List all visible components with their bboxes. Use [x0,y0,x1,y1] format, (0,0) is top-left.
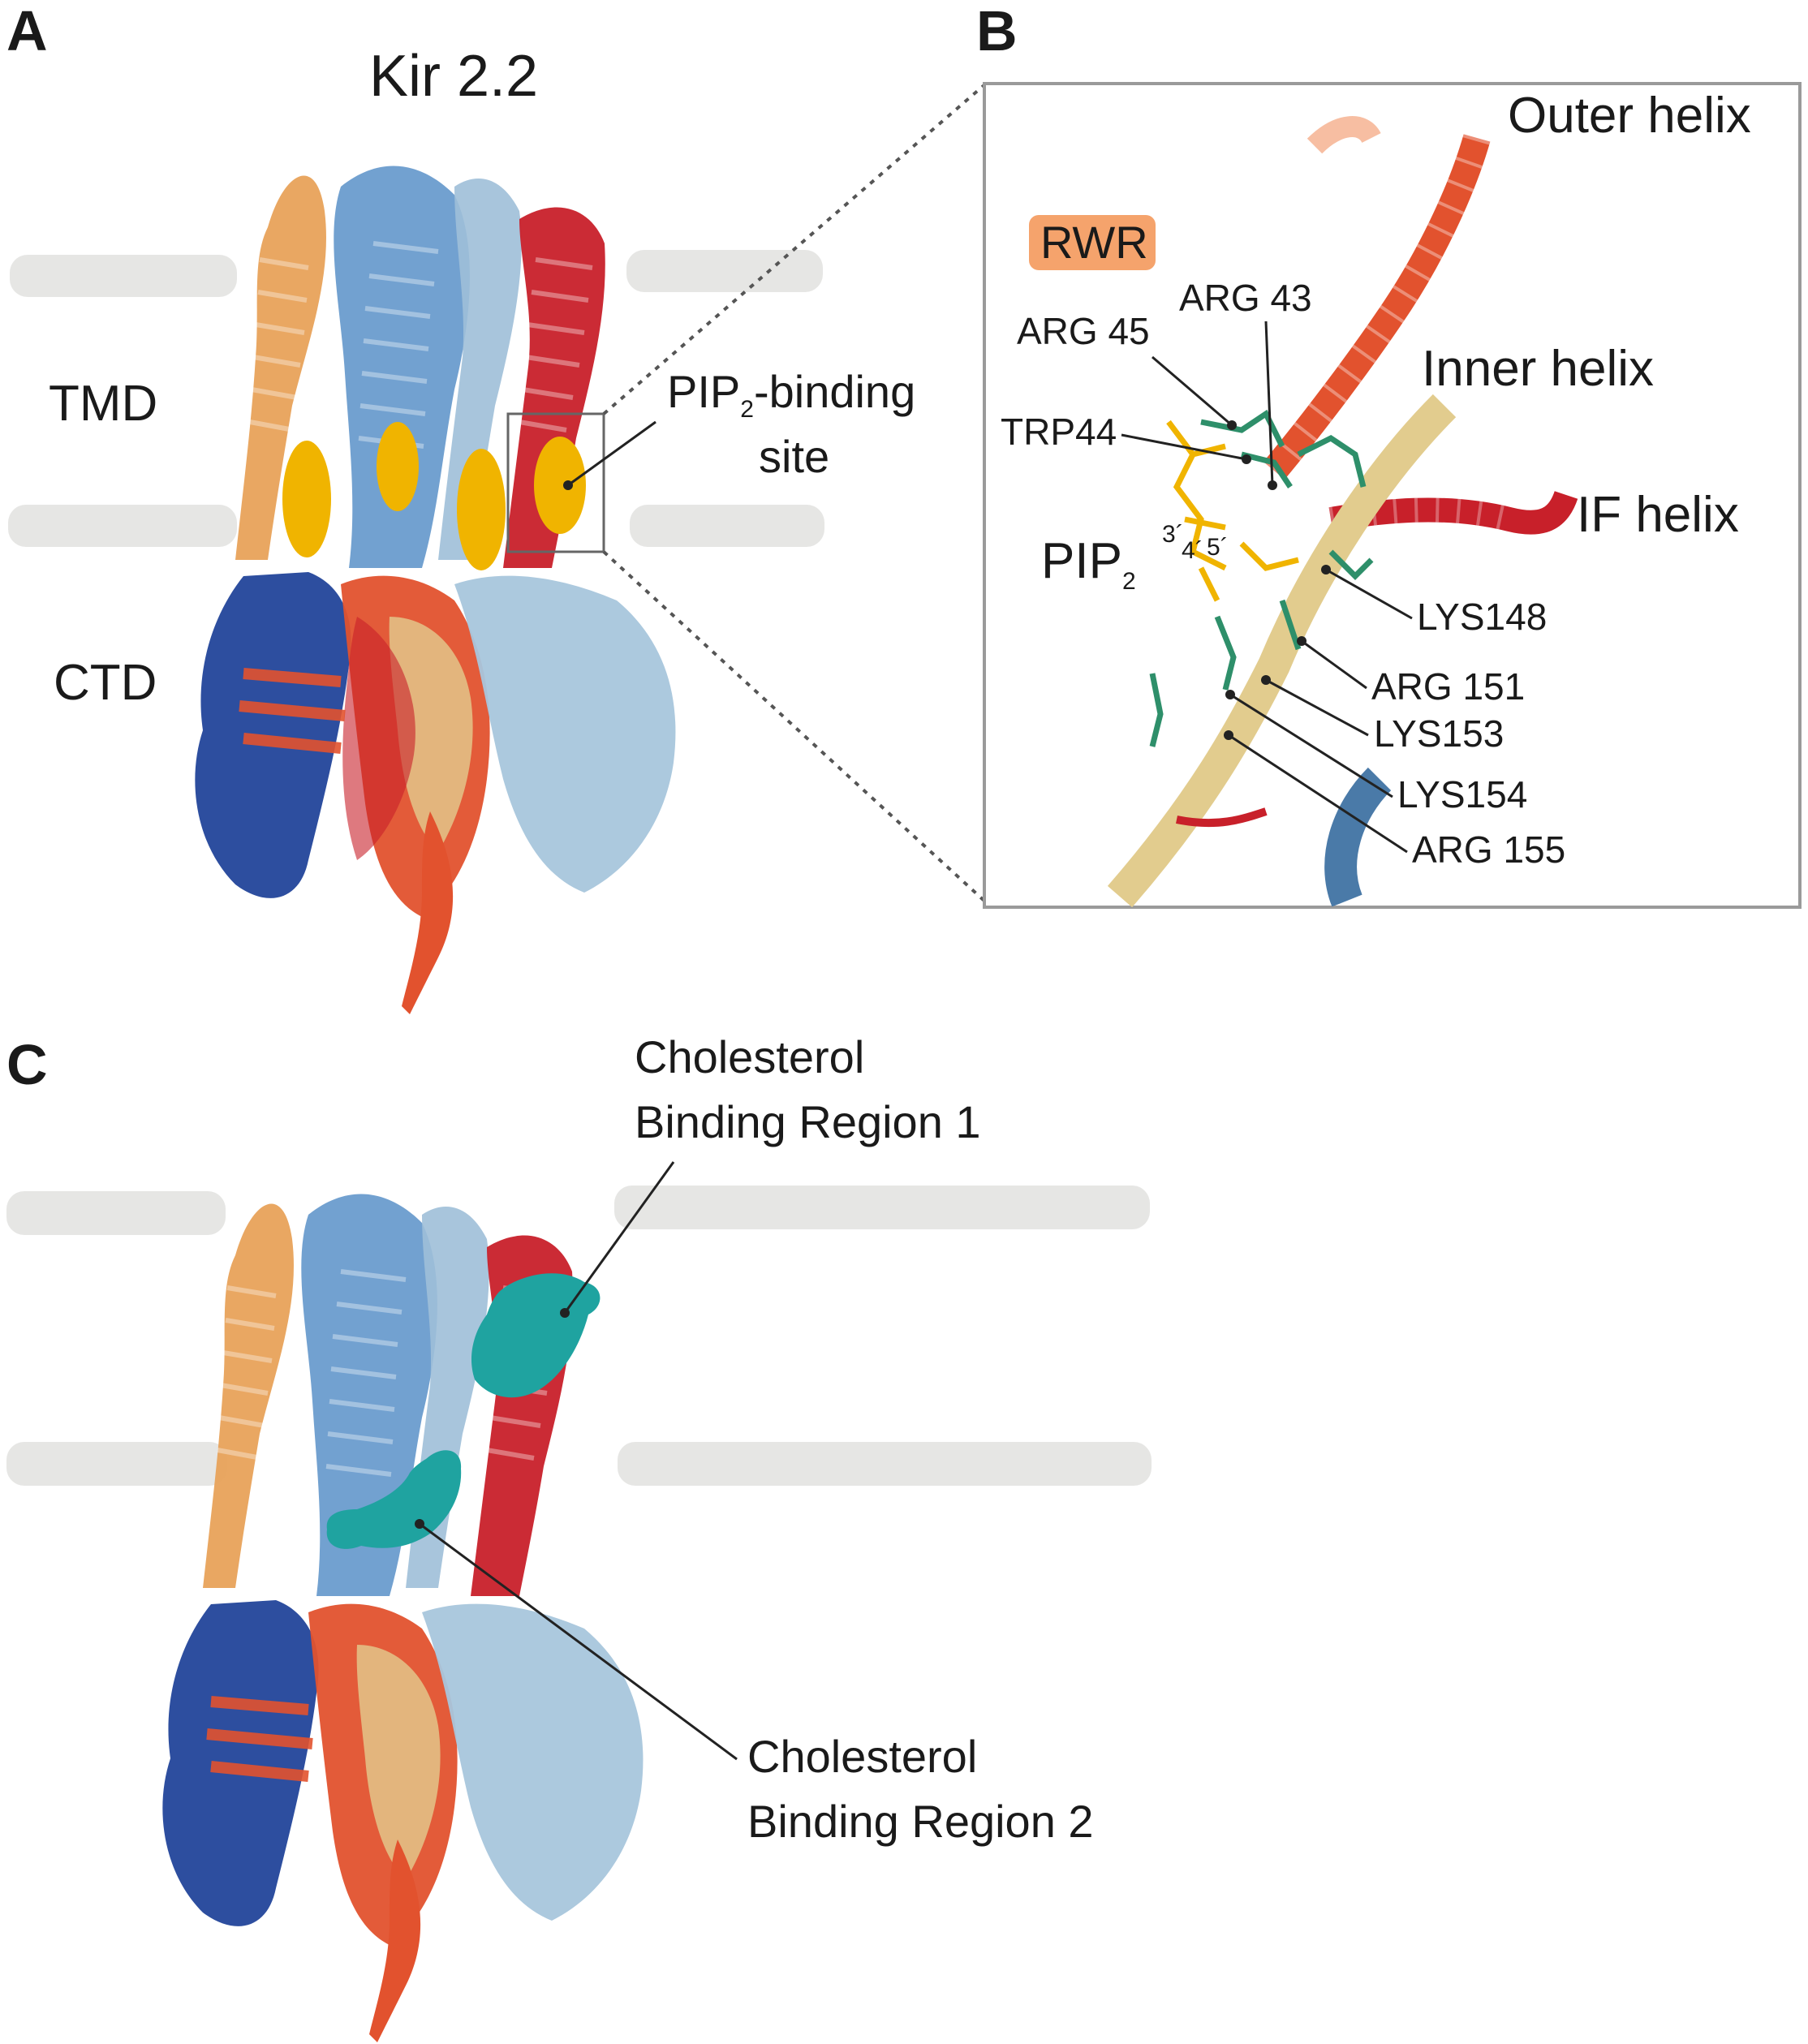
panel-c: C Cholesterol Binding Regio [6,1031,1152,2042]
membrane-c-upper-left [6,1191,226,1235]
if-helix-label: IF helix [1577,487,1739,543]
cholesterol-region-1-leader [563,1161,675,1314]
cholesterol-region-1-line2: Binding Region 1 [635,1096,981,1147]
cholesterol-region-1-line1: Cholesterol [635,1031,864,1082]
pip2-site-box [506,412,605,553]
position-4-label: 4´ [1182,537,1203,564]
rwr-badge [1029,215,1156,270]
arg151-label: ARG 151 [1371,665,1525,708]
inner-helix-label: Inner helix [1422,341,1654,397]
lys154-leader [1229,693,1393,798]
arg45-label: ARG 45 [1017,310,1150,352]
cholesterol-region-1-surface [471,1273,601,1398]
arg151-leader [1301,639,1367,690]
arg43-leader [1264,321,1274,486]
membrane-a-upper-right [626,250,823,292]
arg155-label: ARG 155 [1412,828,1565,871]
pip2-binding-site-label-line2: site [759,431,829,482]
arg155-leader [1228,734,1408,854]
lys153-label: LYS153 [1374,712,1504,755]
cholesterol-region-2-leader [419,1522,738,1761]
membrane-c-lower-right [618,1442,1152,1486]
panel-b-letter: B [976,0,1018,62]
position-5-label: 5´ [1207,534,1229,561]
zoom-line-top [602,82,988,415]
cholesterol-region-2-line1: Cholesterol [747,1731,977,1782]
pip2-label: PIP2 [1041,533,1136,595]
pip2-site-leader [567,420,656,487]
zoom-line-bottom [602,550,988,904]
panel-a-title: Kir 2.2 [369,44,538,109]
lys154-label: LYS154 [1397,773,1527,815]
pip2-binding-site-label: PIP2-binding [667,366,915,423]
membrane-a-upper-left [10,255,237,297]
kir22-structure-a [195,166,676,1014]
panel-c-letter: C [6,1033,48,1096]
tmd-label: TMD [49,376,157,432]
trp44-label: TRP44 [1001,411,1117,453]
membrane-c-lower-left [6,1442,227,1486]
arg43-label: ARG 43 [1179,277,1312,319]
panel-a-letter: A [6,0,48,62]
arg45-leader [1152,355,1233,427]
membrane-c-upper-right [614,1186,1150,1229]
cholesterol-region-2-line2: Binding Region 2 [747,1796,1094,1847]
lys153-leader [1265,678,1369,737]
membrane-a-lower-left [8,505,237,547]
ctd-label: CTD [54,655,157,711]
trp44-leader [1121,433,1247,461]
panel-b: B [976,0,1802,909]
lys148-label: LYS148 [1417,596,1547,638]
zoom-structure [1107,116,1578,908]
panel-a: A Kir 2.2 TMD CTD [6,0,988,1014]
lys148-leader [1325,568,1413,620]
outer-helix-label: Outer helix [1508,88,1751,144]
membrane-a-lower-right [630,505,824,547]
rwr-badge-label: RWR [1040,217,1148,268]
position-3-label: 3´ [1162,521,1184,548]
cholesterol-region-2-surface [326,1450,462,1549]
